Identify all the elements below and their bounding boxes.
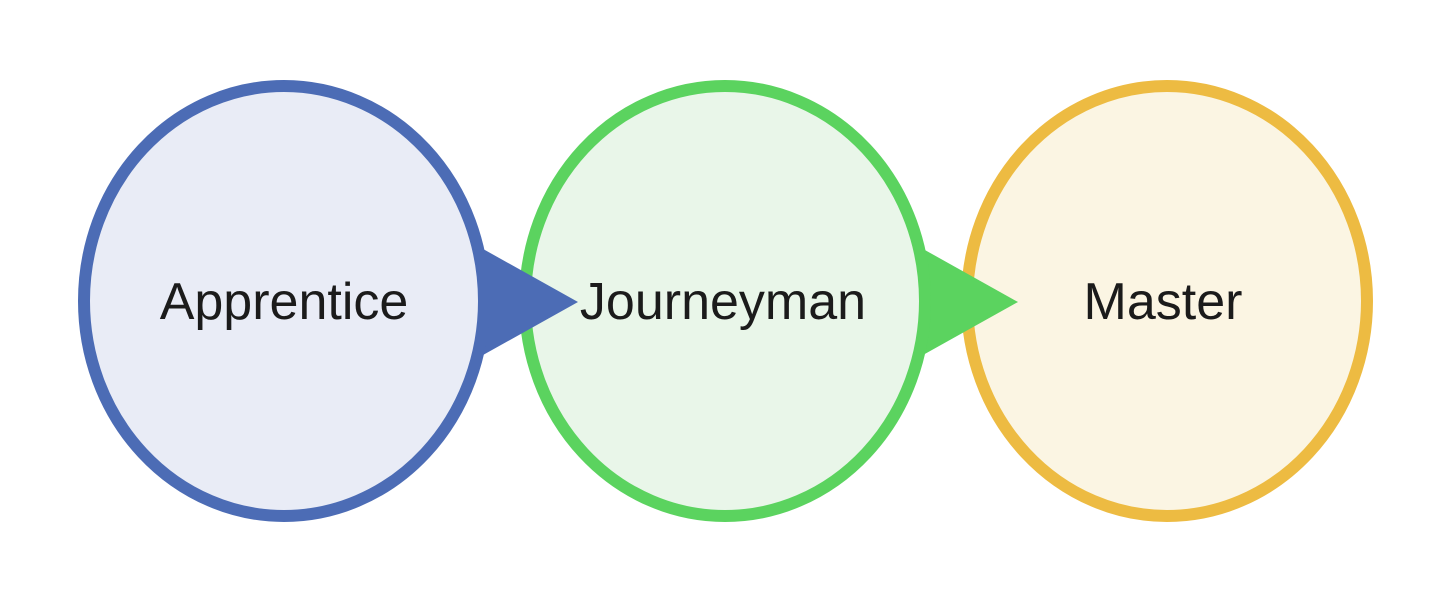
stage-label-apprentice: Apprentice <box>160 273 409 331</box>
stage-label-journeyman: Journeyman <box>580 273 866 331</box>
stage-circle-apprentice <box>78 80 490 522</box>
stage-label-master: Master <box>1084 273 1243 331</box>
